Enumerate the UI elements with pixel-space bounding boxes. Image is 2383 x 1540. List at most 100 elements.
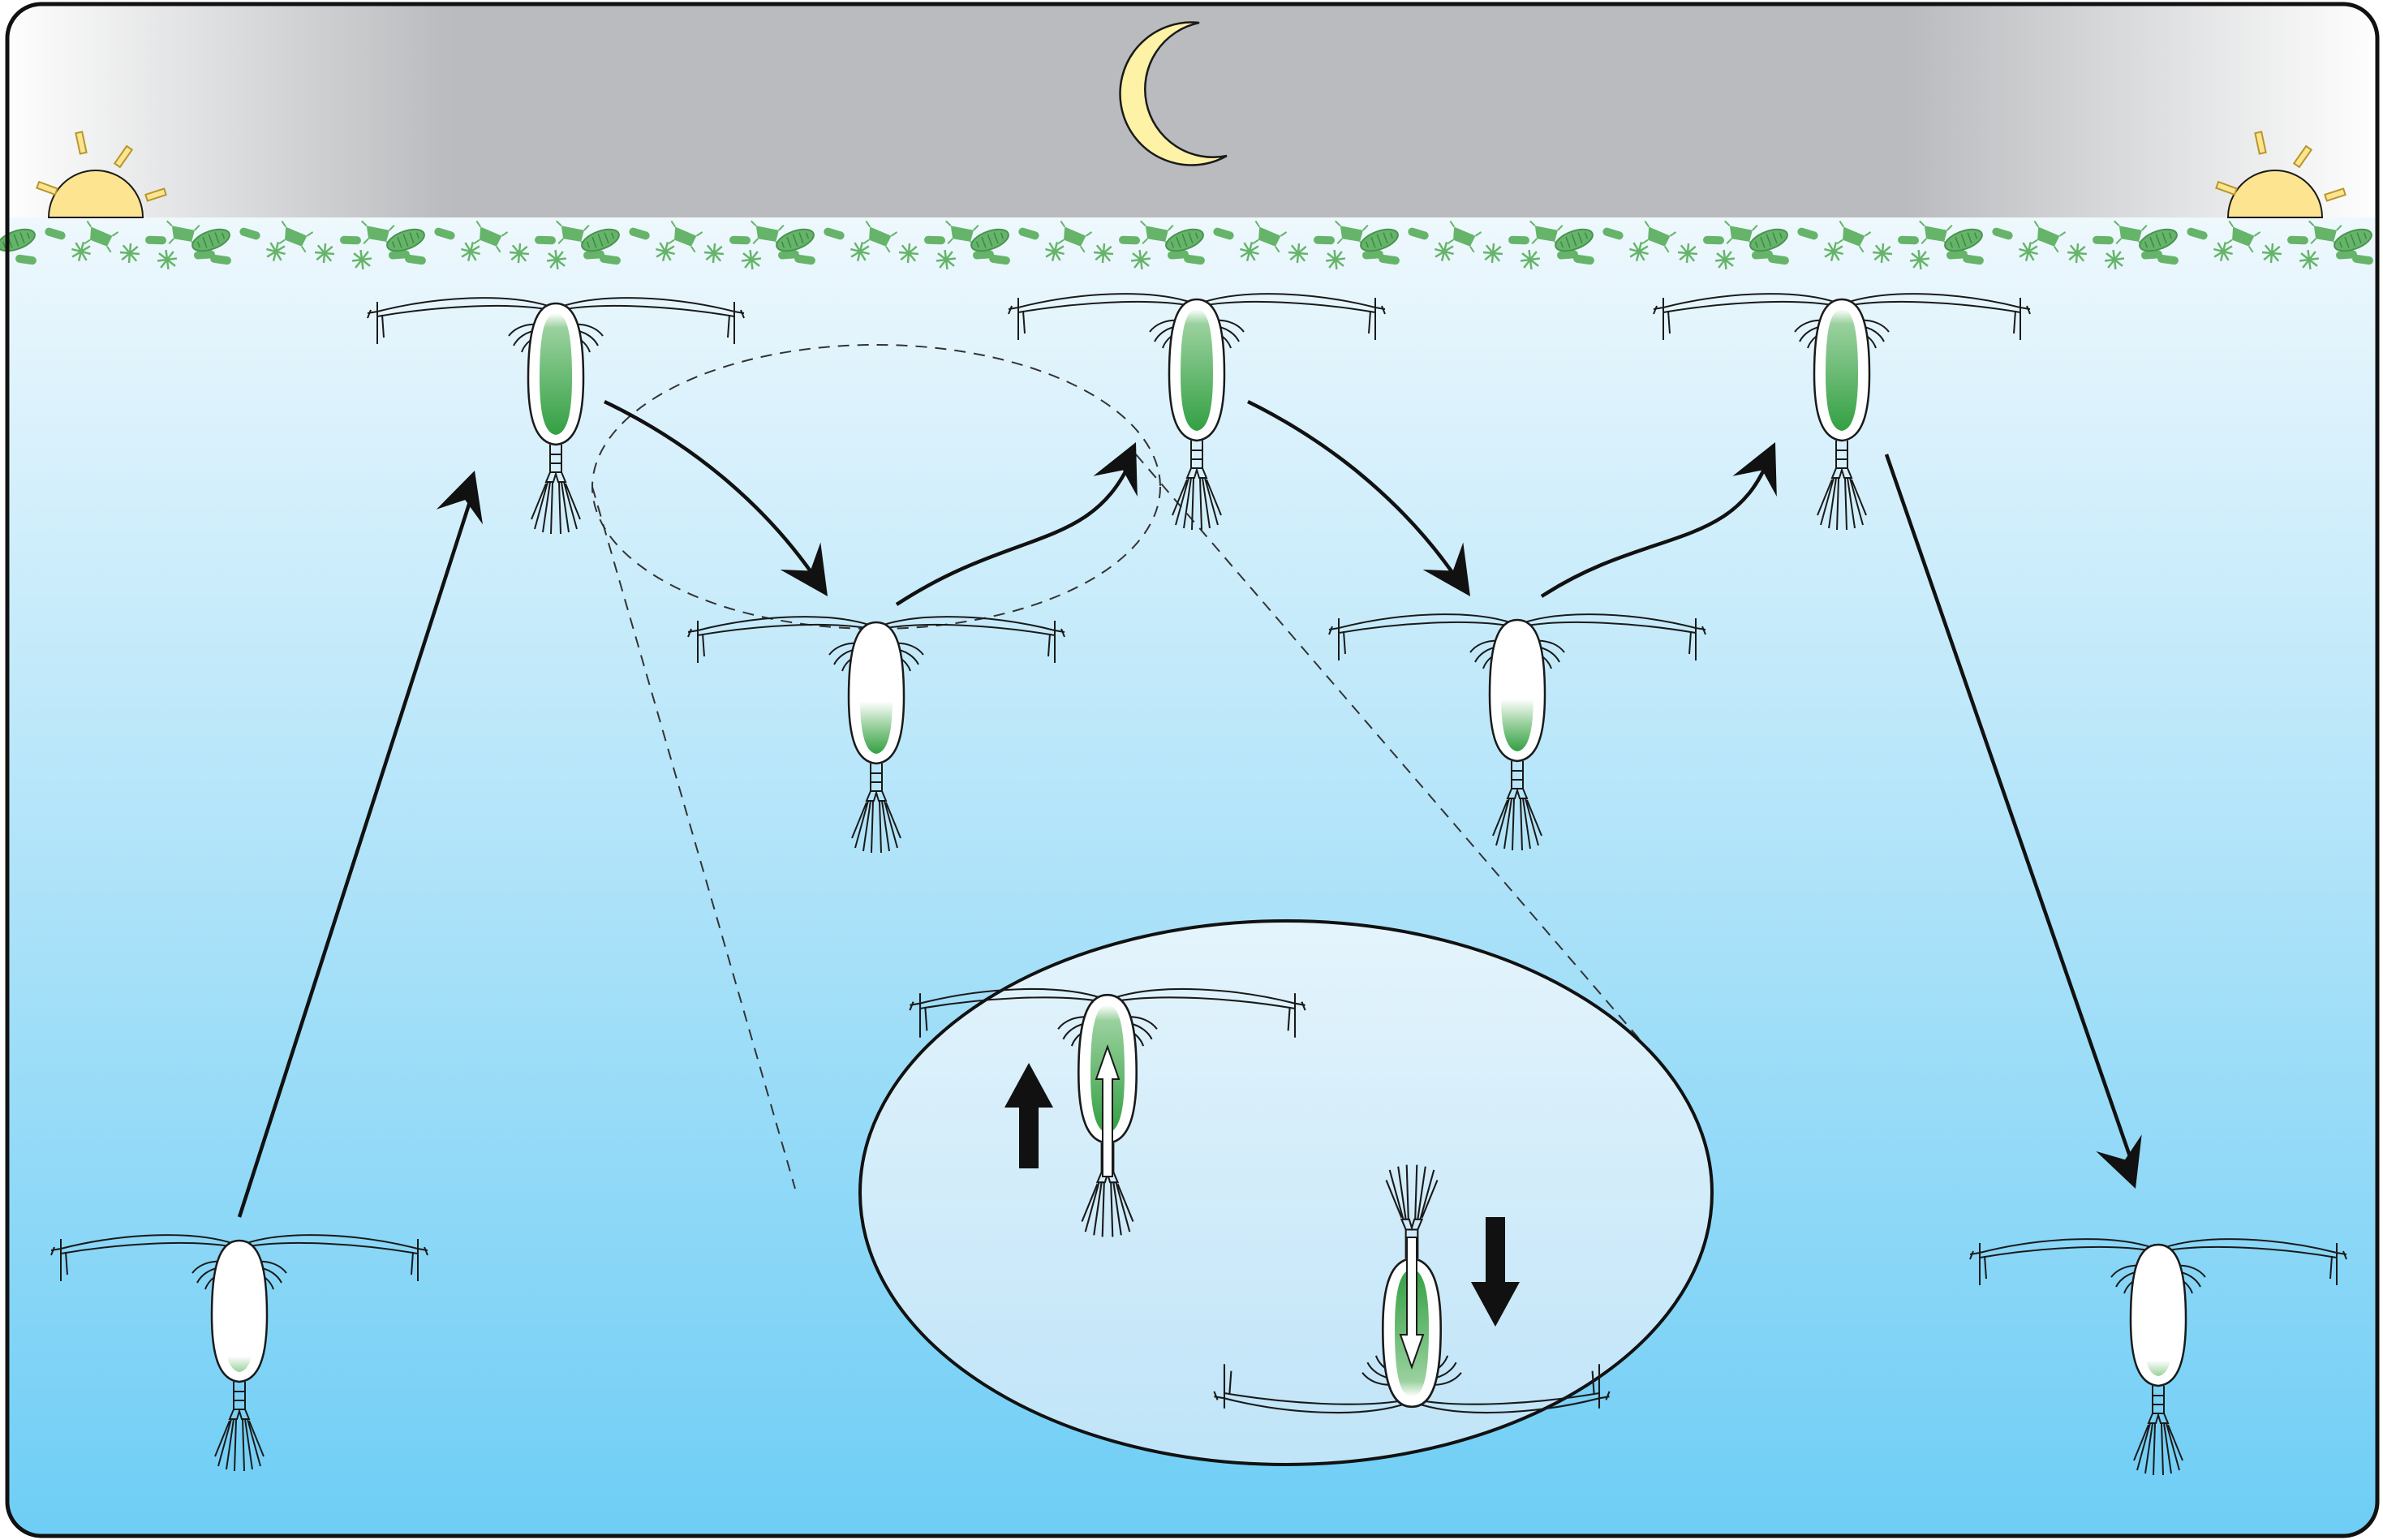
phytoplankton-cell-icon <box>239 227 260 240</box>
phytoplankton-cell-icon <box>2213 242 2233 261</box>
phytoplankton-cell-icon <box>729 235 751 245</box>
phytoplankton-cell-icon <box>1435 242 1454 261</box>
phytoplankton-cell-icon <box>2334 228 2372 252</box>
phytoplankton-cell-icon <box>583 250 604 260</box>
arrow-icon <box>780 542 828 596</box>
food-flow-up-arrow-icon <box>1095 1043 1121 1177</box>
phytoplankton-cell-icon <box>945 220 979 247</box>
phytoplankton-cell-icon <box>461 242 480 261</box>
phytoplankton-cell-icon <box>936 249 957 270</box>
phytoplankton-cell-icon <box>2336 250 2357 260</box>
phytoplankton-cell-icon <box>1252 220 1288 253</box>
phytoplankton-cell-icon <box>2261 243 2282 264</box>
phytoplankton-cell-icon <box>794 254 815 265</box>
phytoplankton-cell-icon <box>1360 228 1399 252</box>
copepod-icon <box>1653 293 2031 531</box>
phytoplankton-cell-icon <box>45 227 66 240</box>
phytoplankton-cell-icon <box>2287 235 2308 245</box>
arrow-icon <box>436 471 483 525</box>
phytoplankton-cell-icon <box>2104 249 2125 270</box>
phytoplankton-cell-icon <box>741 249 762 270</box>
inset-magnifier <box>858 919 1714 1466</box>
phytoplankton-cell-icon <box>1641 220 1677 253</box>
phytoplankton-cell-icon <box>535 235 556 245</box>
phytoplankton-cell-icon <box>1629 242 1649 261</box>
phytoplankton-cell-icon <box>389 250 410 260</box>
phytoplankton-cell-icon <box>1165 228 1204 252</box>
phytoplankton-cell-icon <box>2114 220 2148 247</box>
phytoplankton-cell-icon <box>1946 250 1968 260</box>
phytoplankton-cell-icon <box>1520 249 1541 270</box>
phytoplankton-cell-icon <box>15 254 37 265</box>
phytoplankton-cell-icon <box>1573 254 1594 265</box>
phytoplankton-cell-icon <box>1168 250 1189 260</box>
phytoplankton-cell-icon <box>1508 235 1529 245</box>
phytoplankton-cell-icon <box>1093 243 1114 264</box>
phytoplankton-cell-icon <box>1724 220 1758 247</box>
phytoplankton-cell-icon <box>2031 220 2067 253</box>
copepod-layer <box>50 293 2347 1476</box>
phytoplankton-cell-icon <box>2299 249 2320 270</box>
arrow-icon <box>1247 399 1462 586</box>
phytoplankton-cell-icon <box>1714 249 1736 270</box>
phytoplankton-cell-icon <box>2308 220 2342 247</box>
sky-band <box>7 4 2377 219</box>
phytoplankton-cell-icon <box>84 220 119 253</box>
phytoplankton-cell-icon <box>1797 227 1818 240</box>
phytoplankton-cell-icon <box>1992 227 2013 240</box>
phytoplankton-cell-icon <box>989 254 1010 265</box>
phytoplankton-cell-icon <box>1703 235 1724 245</box>
phytoplankton-cell-icon <box>850 242 870 261</box>
phytoplankton-cell-icon <box>166 220 200 247</box>
phytoplankton-cell-icon <box>776 228 815 252</box>
phytoplankton-cell-icon <box>1482 243 1503 264</box>
phytoplankton-cell-icon <box>1408 227 1429 240</box>
phytoplankton-cell-icon <box>1944 228 1983 252</box>
phytoplankton-cell-icon <box>1240 242 1259 261</box>
phytoplankton-cell-icon <box>340 235 361 245</box>
copepod-icon <box>1969 1238 2347 1476</box>
phytoplankton-cell-icon <box>2139 228 2178 252</box>
phytoplankton-cell-icon <box>361 220 395 247</box>
phytoplankton-cell-icon <box>509 243 530 264</box>
phytoplankton-cell-icon <box>862 220 898 253</box>
phytoplankton-cell-icon <box>1335 220 1369 247</box>
phytoplankton-cell-icon <box>1325 249 1346 270</box>
phytoplankton-cell-icon <box>2157 254 2179 265</box>
arrow-icon <box>604 399 821 586</box>
phytoplankton-cell-icon <box>434 227 455 240</box>
phytoplankton-cell-icon <box>973 250 994 260</box>
phytoplankton-cell-icon <box>1288 243 1309 264</box>
phytoplankton-cell-icon <box>1045 242 1065 261</box>
copepod-icon <box>687 616 1065 854</box>
phytoplankton-cell-icon <box>1749 228 1788 252</box>
phytoplankton-cell-icon <box>2019 242 2038 261</box>
phytoplankton-cell-icon <box>314 243 335 264</box>
copepod-icon <box>1328 613 1706 851</box>
arrow-icon <box>237 486 477 1218</box>
phytoplankton-cell-icon <box>1824 242 1843 261</box>
phytoplankton-cell-icon <box>1768 254 1789 265</box>
phytoplankton-cell-icon <box>1184 254 1205 265</box>
phytoplankton-layer <box>0 220 2373 270</box>
phytoplankton-cell-icon <box>2187 227 2208 240</box>
phytoplankton-cell-icon <box>668 220 703 253</box>
inset-direction-arrows <box>1004 1063 1520 1327</box>
phytoplankton-cell-icon <box>351 249 372 270</box>
sun-icon <box>2215 131 2346 218</box>
arrow-icon <box>895 458 1134 606</box>
phytoplankton-cell-icon <box>898 243 919 264</box>
phytoplankton-cell-icon <box>157 249 178 270</box>
phytoplankton-cell-icon <box>600 254 621 265</box>
phytoplankton-cell-icon <box>1557 250 1578 260</box>
phytoplankton-cell-icon <box>824 227 845 240</box>
phytoplankton-cell-icon <box>1447 220 1482 253</box>
diagram-frame <box>5 2 2380 1538</box>
phytoplankton-cell-icon <box>751 220 785 247</box>
phytoplankton-cell-icon <box>1379 254 1400 265</box>
phytoplankton-cell-icon <box>546 249 567 270</box>
phytoplankton-cell-icon <box>581 228 620 252</box>
phytoplankton-cell-icon <box>405 254 426 265</box>
